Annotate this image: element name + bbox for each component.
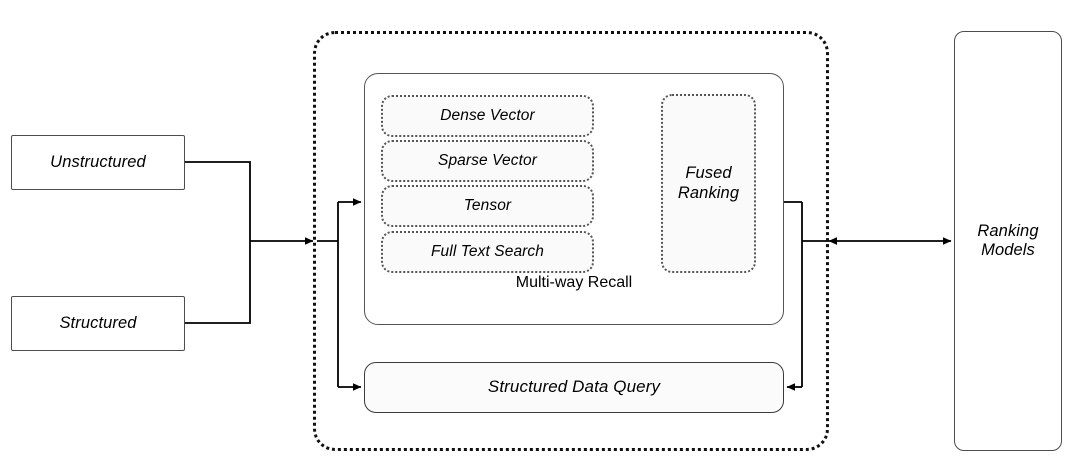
node-sparse-vector[interactable]: Sparse Vector: [381, 140, 594, 182]
node-fused-ranking-line1: Fused: [685, 164, 732, 183]
node-sparse-vector-label: Sparse Vector: [438, 151, 537, 169]
node-unstructured[interactable]: Unstructured: [11, 135, 185, 190]
node-dense-vector[interactable]: Dense Vector: [381, 95, 594, 137]
node-ranking-models-line1: Ranking: [977, 221, 1039, 240]
node-structured-data-query[interactable]: Structured Data Query: [364, 362, 784, 413]
node-ranking-models-line2: Models: [981, 241, 1035, 259]
node-full-text-search[interactable]: Full Text Search: [381, 231, 594, 273]
edge-unstructured-to-junction: [185, 161, 251, 241]
multi-way-recall-caption: Multi-way Recall: [515, 274, 633, 291]
edge-structured-to-junction: [185, 241, 251, 324]
database-boundary-container: [313, 31, 829, 451]
node-tensor[interactable]: Tensor: [381, 185, 594, 227]
node-structured-label: Structured: [59, 313, 137, 332]
node-structured-data-query-label: Structured Data Query: [487, 377, 661, 397]
node-tensor-label: Tensor: [463, 196, 512, 214]
node-structured[interactable]: Structured: [11, 296, 185, 351]
node-fused-ranking[interactable]: Fused Ranking: [661, 94, 756, 273]
node-dense-vector-label: Dense Vector: [440, 106, 535, 124]
node-full-text-search-label: Full Text Search: [430, 242, 545, 260]
node-unstructured-label: Unstructured: [50, 152, 146, 171]
node-fused-ranking-line2: Ranking: [677, 183, 740, 202]
node-ranking-models[interactable]: Ranking Models: [954, 31, 1062, 451]
